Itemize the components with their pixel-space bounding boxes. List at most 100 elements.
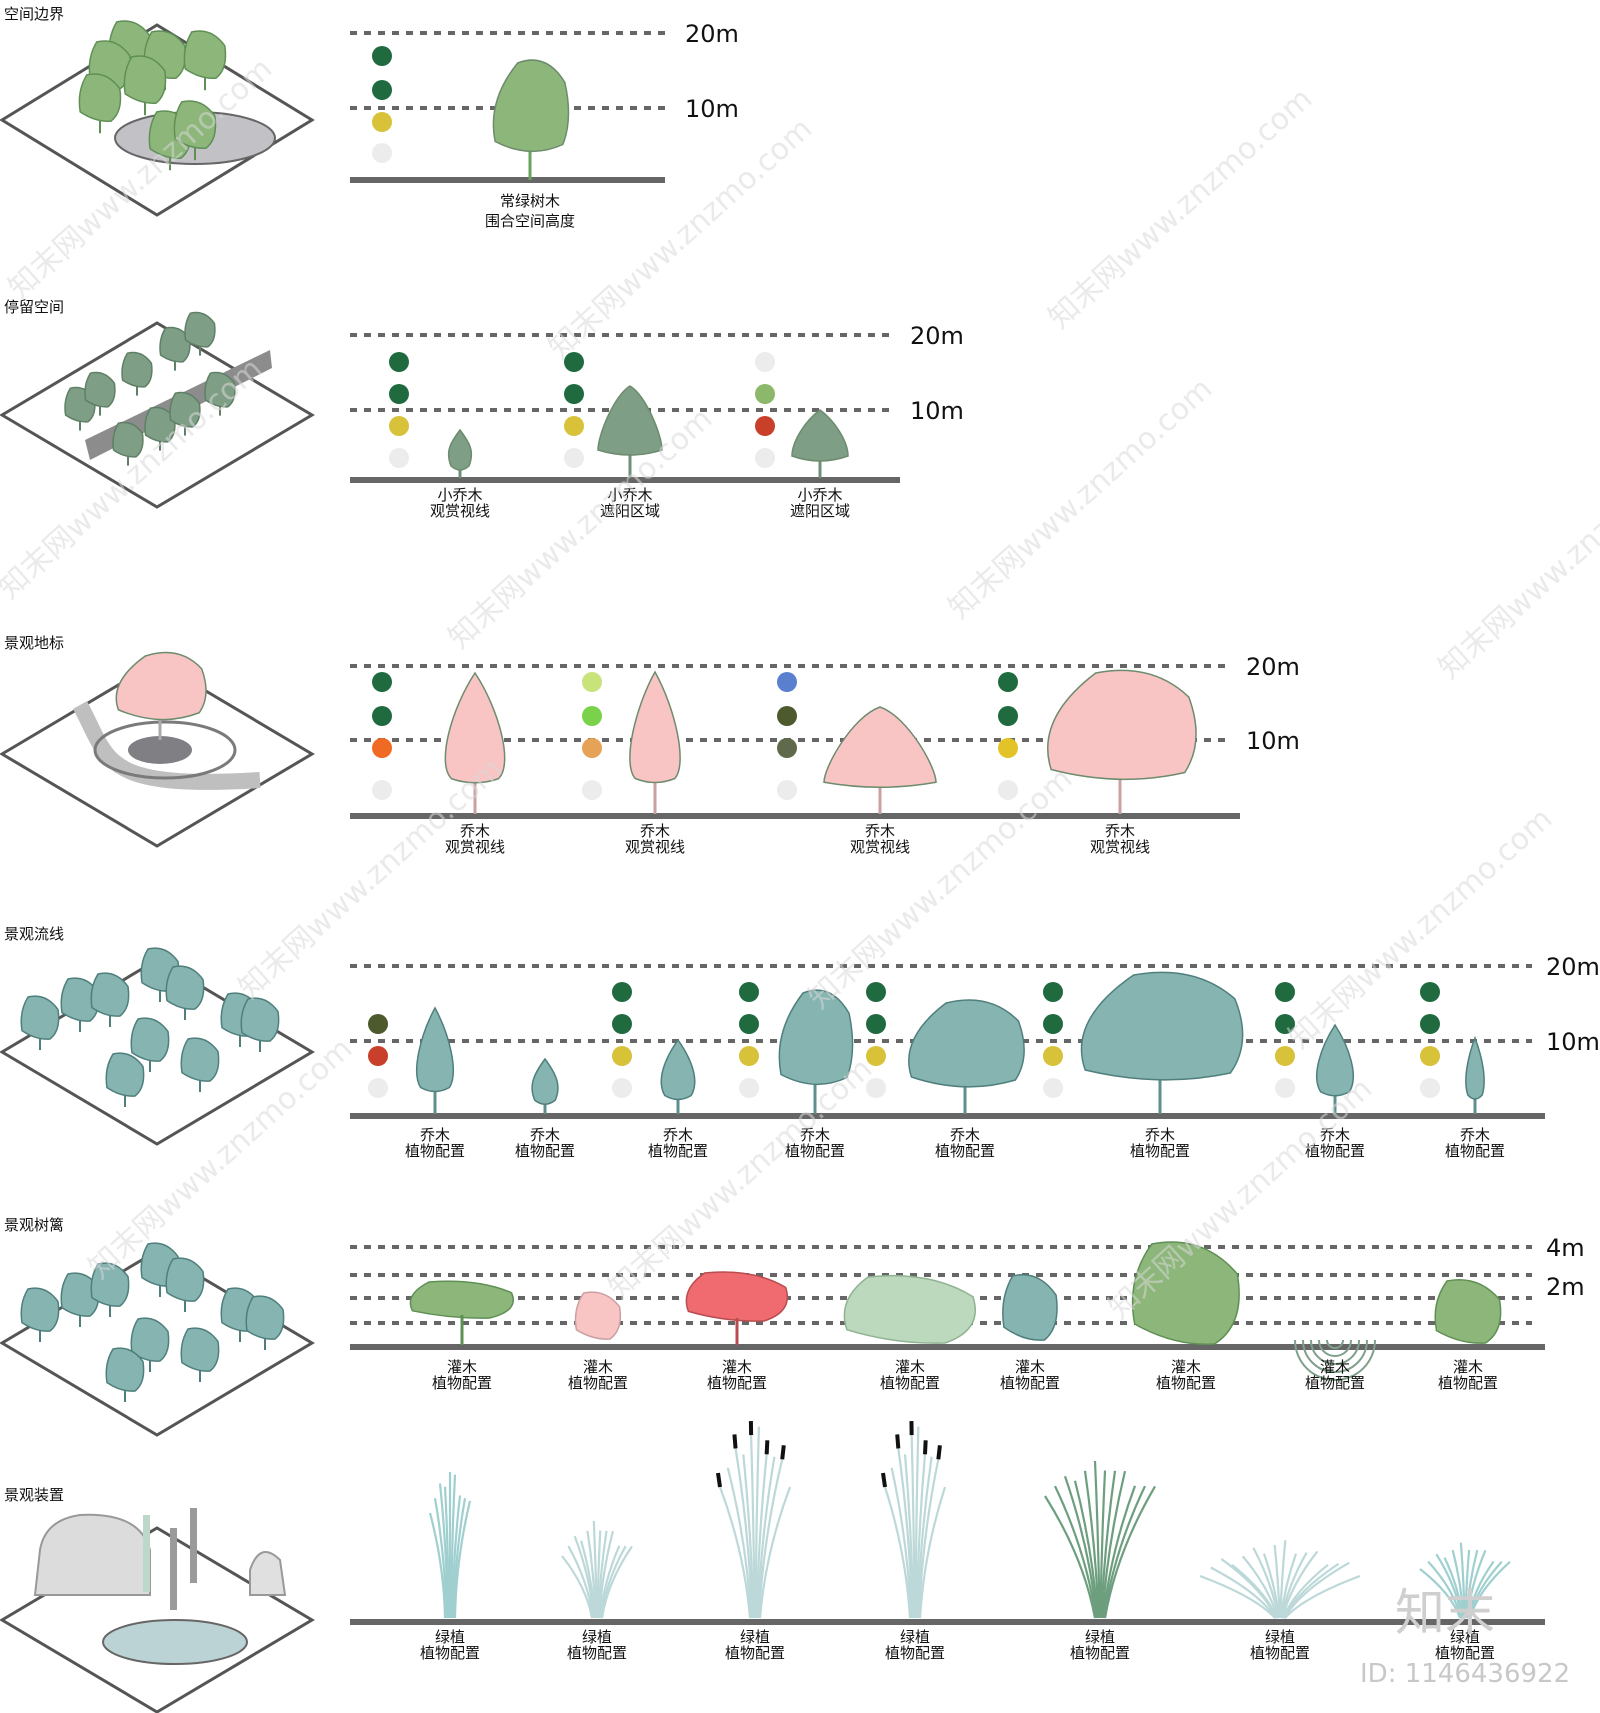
plant-name: 灌木: [1015, 1358, 1045, 1376]
iso-tree: [121, 351, 153, 396]
iso-tree: [169, 391, 201, 436]
iso-crown: [20, 995, 60, 1040]
watermark-text: 知末网www.znzmo.com: [802, 761, 1079, 1016]
height-label: 20m: [910, 322, 964, 350]
grass-blade: [897, 1448, 914, 1619]
cattail-head: [923, 1440, 928, 1455]
section-title: 景观流线: [4, 925, 64, 943]
plant-name: 乔木: [950, 1126, 980, 1144]
attribute-dot: [612, 982, 632, 1002]
iso-tree: [130, 1317, 170, 1372]
iso-tree: [78, 73, 122, 134]
evergreen-tree: [492, 59, 570, 180]
grass-blade: [917, 1459, 940, 1619]
plant-usage: 遮阳区域: [790, 502, 850, 520]
attribute-dot: [1043, 1014, 1063, 1034]
attribute-dot: [1420, 1078, 1440, 1098]
attribute-dot: [866, 1078, 886, 1098]
grass-blade: [1283, 1561, 1350, 1619]
tree-crown: [791, 409, 849, 462]
attribute-dot: [582, 780, 602, 800]
plant-name: 乔木: [420, 1126, 450, 1144]
iso-tree: [245, 1295, 285, 1350]
plant-usage: 围合空间高度: [485, 212, 575, 230]
teal-tree: [1316, 1023, 1354, 1114]
attribute-dot: [1420, 1014, 1440, 1034]
plant-usage: 植物配置: [1130, 1142, 1190, 1160]
grass-blade: [1101, 1470, 1127, 1619]
iso-rock-installation: [33, 1513, 151, 1596]
height-label: 10m: [1246, 727, 1300, 755]
iso-crown: [165, 1257, 205, 1302]
grass-blade: [758, 1486, 792, 1619]
grass-blade: [910, 1435, 916, 1619]
papyrus: [428, 1472, 472, 1619]
cattail-head: [936, 1445, 942, 1460]
grass-blade: [1465, 1549, 1479, 1619]
attribute-dot: [739, 982, 759, 1002]
flat-shrub: [409, 1280, 514, 1319]
attribute-dot: [998, 780, 1018, 800]
grass-blade: [1102, 1485, 1137, 1619]
attribute-dot: [1043, 982, 1063, 1002]
height-label: 10m: [910, 397, 964, 425]
plant-usage: 植物配置: [1305, 1374, 1365, 1392]
plant-usage: 遮阳区域: [600, 502, 660, 520]
plant-usage: 植物配置: [567, 1644, 627, 1662]
watermark-text: 知末网www.znzmo.com: [442, 401, 719, 656]
attribute-dot: [372, 80, 392, 100]
tuft-grass: [1419, 1542, 1511, 1619]
attribute-dot: [368, 1014, 388, 1034]
plant-name: 小乔木: [797, 486, 842, 504]
fan-arc: [1302, 1339, 1368, 1373]
tree-crown: [447, 428, 473, 471]
iso-tree: [184, 311, 216, 356]
iso-pillar: [190, 1508, 197, 1583]
grass-blade: [1083, 1470, 1100, 1619]
plant-name: 绿植: [740, 1628, 770, 1646]
teal-shrub: [1002, 1274, 1058, 1341]
iso-crown: [245, 1295, 285, 1340]
attribute-dot: [1275, 982, 1295, 1002]
plant-name: 乔木: [865, 822, 895, 840]
grass-blade: [1231, 1563, 1279, 1619]
watermark-text: 知末网www.znzmo.com: [1432, 431, 1600, 686]
iso-pillar: [143, 1515, 150, 1592]
grass-blade: [433, 1498, 448, 1619]
iso-tree: [183, 30, 227, 91]
grass-blade: [453, 1500, 472, 1619]
iso-tree: [84, 371, 116, 416]
attribute-dot: [1275, 1014, 1295, 1034]
iso-tree: [165, 1257, 205, 1312]
iso-crown: [240, 997, 280, 1042]
iso-crown: [90, 972, 130, 1017]
iso-tree: [123, 55, 167, 116]
grass: [561, 1520, 633, 1619]
fan-arc: [1310, 1339, 1360, 1365]
grass-blade: [918, 1486, 947, 1619]
iso-crown: [121, 351, 153, 388]
grass-blade: [1284, 1574, 1361, 1619]
grass-blade: [443, 1486, 450, 1619]
iso-small-rock: [249, 1551, 287, 1596]
pink-large-tree: [1047, 669, 1197, 814]
iso-crown: [60, 1272, 100, 1317]
attribute-dot: [755, 384, 775, 404]
grass-blade: [428, 1512, 447, 1619]
grass-blade: [1459, 1542, 1466, 1619]
iso-tree: [159, 326, 191, 371]
cattail-head: [881, 1472, 887, 1488]
grass-blade: [567, 1545, 595, 1619]
fan-arc: [1326, 1339, 1344, 1349]
iso-crown: [173, 100, 217, 149]
plant-name: 灌木: [1171, 1358, 1201, 1376]
isometric-illustrations: [0, 20, 315, 1713]
grass-blade: [1279, 1540, 1287, 1619]
tree-crown: [908, 999, 1025, 1088]
attribute-dot: [368, 1078, 388, 1098]
section-title: 停留空间: [4, 298, 64, 316]
iso-tree: [165, 965, 205, 1020]
grass-blade: [1279, 1553, 1298, 1619]
iso-rock: [128, 736, 192, 764]
grass-blade: [596, 1530, 602, 1619]
